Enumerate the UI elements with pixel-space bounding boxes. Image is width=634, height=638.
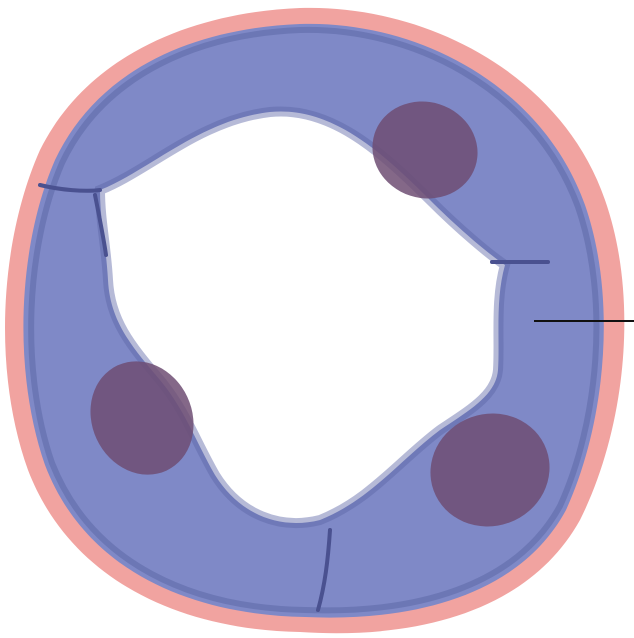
cell-cross-section-diagram xyxy=(0,0,634,638)
